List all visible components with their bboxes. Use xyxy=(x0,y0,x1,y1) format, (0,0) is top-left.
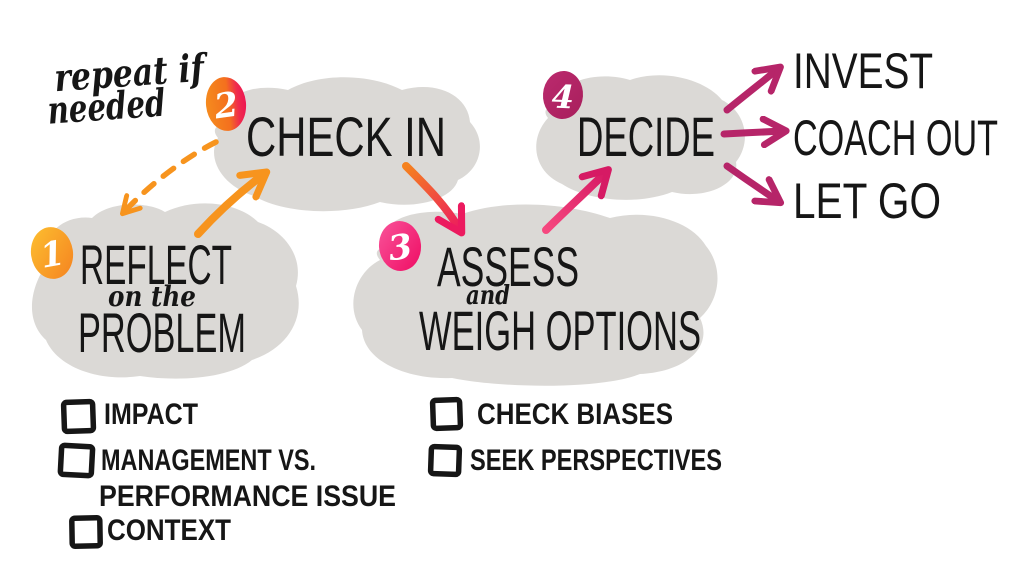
reflect-connector: on the xyxy=(108,280,196,313)
check-in-title: CHECK IN xyxy=(246,105,446,168)
checkin-to-assess-arrow xyxy=(402,162,460,230)
decide-title: DECIDE xyxy=(577,105,715,168)
repeat-note-line2: needed xyxy=(46,80,167,133)
assess-title2: WEIGH OPTIONS xyxy=(419,299,701,362)
decide-to-let-go-arrow xyxy=(723,162,778,201)
reflect-to-checkin-arrow xyxy=(194,174,264,238)
step-2-number: 2 xyxy=(211,85,241,128)
reflect-title: REFLECT xyxy=(80,233,232,296)
step-3-number: 3 xyxy=(386,227,415,270)
outcome-invest-label: INVEST xyxy=(793,43,933,99)
repeat-dashed-arrow xyxy=(124,139,219,212)
check-biases-checkbox-icon xyxy=(429,396,464,432)
assess-to-decide-arrow xyxy=(542,172,606,234)
decide-to-coach-out-arrow xyxy=(720,131,783,134)
assess-title: ASSESS xyxy=(437,235,579,298)
impact-checkbox-icon xyxy=(60,398,97,435)
assess-blob xyxy=(353,204,718,386)
outcome-let-go-label: LET GO xyxy=(793,173,941,229)
context-checkbox-icon xyxy=(69,515,103,549)
reflect-title2: PROBLEM xyxy=(78,301,246,364)
step-3-badge xyxy=(378,221,422,271)
context-label: CONTEXT xyxy=(107,514,231,547)
outcome-coach-out-label: COACH OUT xyxy=(793,110,998,166)
management-checkbox-icon xyxy=(57,442,96,479)
check-biases-label: CHECK BIASES xyxy=(477,398,673,431)
step-4-badge xyxy=(542,71,584,119)
assess-connector: and xyxy=(466,281,510,311)
management-label-line2: PERFORMANCE ISSUE xyxy=(99,480,396,513)
decide-to-invest-arrow xyxy=(723,69,778,114)
management-label: MANAGEMENT VS. xyxy=(101,444,316,477)
repeat-note-line1: repeat if xyxy=(53,44,210,100)
step-1-badge xyxy=(30,227,74,279)
step-2-badge xyxy=(205,77,247,131)
impact-label: IMPACT xyxy=(104,398,198,431)
seek-perspectives-checkbox-icon xyxy=(427,443,463,478)
seek-perspectives-label: SEEK PERSPECTIVES xyxy=(470,444,722,477)
step-4-number: 4 xyxy=(551,78,575,117)
reflect-blob xyxy=(31,203,299,379)
